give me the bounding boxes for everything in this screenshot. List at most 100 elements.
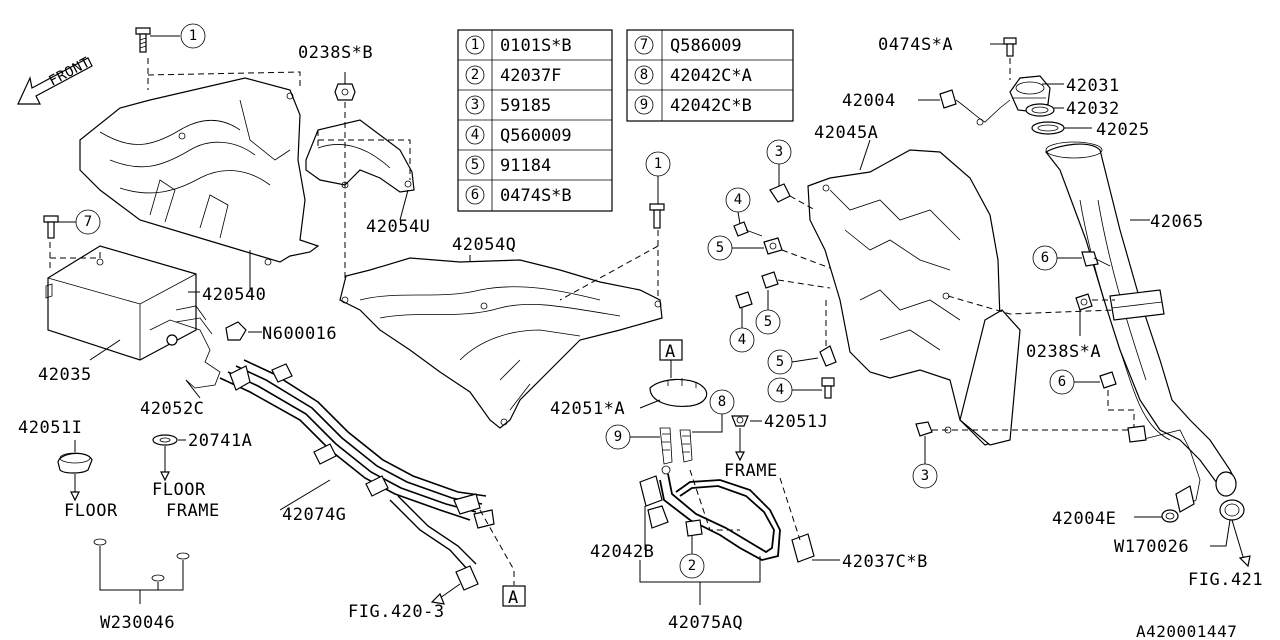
heat-shield-420540 (79, 77, 320, 266)
svg-text:Q586009: Q586009 (670, 36, 742, 56)
nut-icon (915, 421, 933, 437)
bolt-icon (821, 377, 835, 399)
callout-5: 5 (767, 349, 793, 375)
callout-4: 4 (729, 327, 755, 353)
callout-1: 1 (645, 151, 671, 177)
callout-3: 3 (766, 139, 792, 165)
svg-text:4: 4 (776, 382, 784, 398)
hose-clip-8 (679, 429, 693, 463)
ref-box-a: A (502, 585, 526, 608)
hose-assembly-42075aq (639, 465, 815, 563)
plug-20741a (152, 434, 178, 446)
svg-text:3: 3 (471, 97, 479, 113)
label-n600016: N600016 (262, 324, 337, 344)
bolt-icon (1099, 371, 1117, 389)
clip-icon (819, 345, 837, 367)
tube-assembly-42074g (219, 359, 495, 591)
svg-text:8: 8 (718, 394, 726, 410)
label-42025: 42025 (1096, 120, 1150, 140)
grommet-42051a (649, 378, 708, 407)
legend-row: 7 Q586009 (634, 35, 742, 56)
svg-text:FRONT: FRONT (46, 54, 93, 89)
ref-box-a: A (659, 339, 683, 362)
legend-row: 3 59185 (465, 95, 551, 116)
bolt-icon (649, 203, 665, 229)
callout-4: 4 (725, 187, 751, 213)
front-arrow-icon: FRONT (17, 54, 93, 105)
bolt-icon (135, 27, 151, 53)
label-42074g: 42074G (282, 505, 346, 525)
nut-icon (225, 321, 247, 341)
svg-text:5: 5 (471, 157, 479, 173)
label-42004e: 42004E (1052, 509, 1116, 529)
svg-text:6: 6 (1041, 250, 1049, 266)
svg-text:4: 4 (734, 192, 742, 208)
label-w170026: W170026 (1114, 537, 1189, 557)
label-42052c: 42052C (140, 399, 204, 419)
legend-table-left: 1 0101S*B 2 42037F 3 59185 4 Q560009 5 9… (457, 29, 613, 212)
svg-text:42042C*B: 42042C*B (670, 96, 752, 116)
svg-text:1: 1 (189, 28, 197, 44)
label-floor-2: FLOOR (152, 480, 206, 500)
callout-9: 9 (605, 424, 631, 450)
label-floor-1: FLOOR (64, 501, 118, 521)
svg-text:2: 2 (471, 67, 479, 83)
label-frame-2: FRAME (724, 461, 778, 481)
label-42004: 42004 (842, 91, 896, 111)
heat-shield-42054u (305, 119, 415, 193)
label-42032: 42032 (1066, 99, 1120, 119)
callout-8: 8 (709, 389, 735, 415)
nut-icon (334, 83, 356, 101)
part-labels: 0238S*B 42054U 420540 42054Q 42035 N6000… (18, 35, 1263, 640)
hose-clip-9 (659, 427, 673, 465)
legend-table-right: 7 Q586009 8 42042C*A 9 42042C*B (626, 29, 794, 122)
legend-row: 9 42042C*B (634, 95, 752, 116)
callout-4: 4 (767, 377, 793, 403)
label-42051a: 42051*A (550, 399, 625, 419)
clamp-w170026 (1219, 499, 1245, 521)
svg-text:4: 4 (738, 332, 746, 348)
svg-text:4: 4 (471, 127, 479, 143)
label-20741a: 20741A (188, 431, 252, 451)
legend-row: 2 42037F (465, 65, 561, 86)
fuel-cap-42031 (1009, 75, 1051, 113)
callout-6: 6 (1049, 369, 1075, 395)
svg-text:0474S*B: 0474S*B (500, 186, 572, 206)
svg-text:3: 3 (775, 144, 783, 160)
svg-text:6: 6 (1058, 374, 1066, 390)
svg-text:2: 2 (688, 558, 696, 574)
bolt-icon (1081, 251, 1111, 267)
svg-text:8: 8 (640, 67, 648, 83)
legend-row: 4 Q560009 (465, 125, 572, 146)
label-42035: 42035 (38, 365, 92, 385)
callout-5: 5 (755, 309, 781, 335)
svg-text:42042C*A: 42042C*A (670, 66, 752, 86)
ring-42025 (1031, 121, 1065, 135)
label-42054u: 42054U (366, 217, 430, 237)
label-42031: 42031 (1066, 76, 1120, 96)
legend-row: 6 0474S*B (465, 185, 572, 206)
label-fig421: FIG.421 (1188, 570, 1263, 590)
svg-text:1: 1 (654, 156, 662, 172)
clip-42004e (1161, 509, 1179, 523)
legend-row: 8 42042C*A (634, 65, 752, 86)
callout-3: 3 (912, 463, 938, 489)
label-0238sa: 0238S*A (1026, 342, 1101, 362)
bolt-icon (43, 215, 59, 239)
label-42054q: 42054Q (452, 235, 516, 255)
callout-5: 5 (707, 235, 733, 261)
label-42051i: 42051I (18, 418, 82, 438)
legend-row: 5 91184 (465, 155, 551, 176)
bolt-icon (733, 221, 763, 237)
svg-text:1: 1 (471, 37, 479, 53)
svg-text:59185: 59185 (500, 96, 551, 116)
label-0238sb: 0238S*B (298, 43, 373, 63)
label-420540: 420540 (202, 285, 266, 305)
label-42075aq: 42075AQ (668, 613, 743, 633)
svg-text:9: 9 (640, 97, 648, 113)
callout-6: 6 (1032, 245, 1058, 271)
svg-text:A: A (665, 342, 676, 362)
svg-text:9: 9 (614, 429, 622, 445)
plug-w230046 (93, 538, 190, 582)
